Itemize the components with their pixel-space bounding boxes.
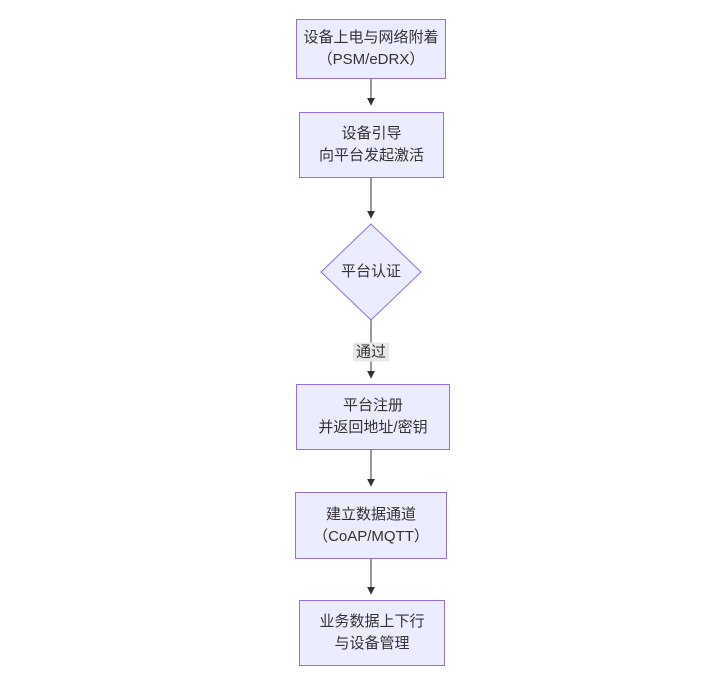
node-register-line1: 平台注册 <box>342 397 403 414</box>
node-bootstrap-line2: 向平台发起激活 <box>318 147 424 164</box>
edge-label-pass: 通过 <box>352 342 390 362</box>
node-business-data: 业务数据上下行 与设备管理 <box>299 600 445 666</box>
node-register-line2: 并返回地址/密钥 <box>318 419 428 436</box>
node-bootstrap-line1: 设备引导 <box>341 125 402 142</box>
node-data-channel-line1: 建立数据通道 <box>325 505 416 523</box>
node-data-channel: 建立数据通道 （CoAP/MQTT） <box>295 492 447 559</box>
node-power-attach: 设备上电与网络附着 （PSM/eDRX） <box>296 19 446 79</box>
node-business-data-line1: 业务数据上下行 <box>319 613 425 630</box>
decision-platform-auth-label: 平台认证 <box>340 263 401 280</box>
node-data-channel-line2: （CoAP/MQTT） <box>313 527 429 545</box>
node-power-attach-line2: （PSM/eDRX） <box>317 51 425 68</box>
node-bootstrap: 设备引导 向平台发起激活 <box>299 112 444 178</box>
node-register: 平台注册 并返回地址/密钥 <box>296 384 450 450</box>
node-business-data-line2: 与设备管理 <box>334 635 410 652</box>
node-power-attach-line1: 设备上电与网络附着 <box>303 29 439 46</box>
decision-diamond-shape <box>320 223 422 321</box>
